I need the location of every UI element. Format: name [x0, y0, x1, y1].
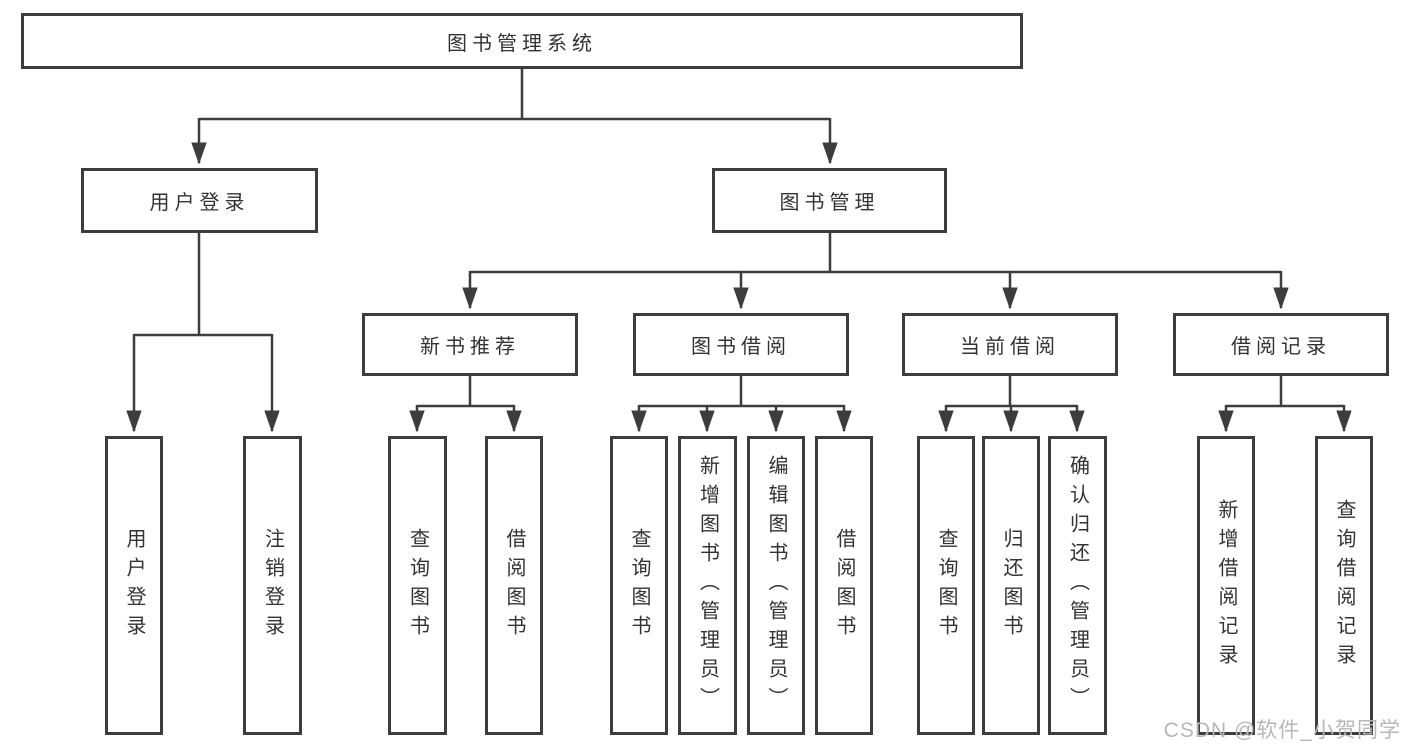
leaf-logout: 注销登录 — [243, 436, 302, 735]
leaf-confirm-return-admin: 确认归还（管理员） — [1048, 436, 1107, 735]
leaf-query-book-recommend: 查询图书 — [388, 436, 447, 735]
leaf-add-book-admin: 新增图书（管理员） — [678, 436, 737, 735]
watermark: CSDN @软件_小贺同学 — [1163, 719, 1401, 742]
leaf-query-borrow-record: 查询借阅记录 — [1315, 436, 1373, 735]
leaf-query-book-borrow: 查询图书 — [610, 436, 668, 735]
leaf-user-login: 用户登录 — [105, 436, 163, 735]
node-borrow-record: 借阅记录 — [1173, 313, 1389, 376]
leaf-return-book: 归还图书 — [982, 436, 1040, 735]
leaf-borrow-book-recommend: 借阅图书 — [485, 436, 543, 735]
node-book-management: 图书管理 — [712, 168, 947, 233]
node-new-book-recommend: 新书推荐 — [362, 313, 578, 376]
leaf-borrow-book: 借阅图书 — [815, 436, 873, 735]
node-current-borrow: 当前借阅 — [902, 313, 1118, 376]
leaf-query-book-current: 查询图书 — [917, 436, 975, 735]
node-book-borrow: 图书借阅 — [633, 313, 849, 376]
leaf-edit-book-admin: 编辑图书（管理员） — [747, 436, 805, 735]
leaf-add-borrow-record: 新增借阅记录 — [1197, 436, 1255, 735]
node-user-login: 用户登录 — [81, 168, 318, 233]
node-library-system: 图书管理系统 — [21, 13, 1023, 69]
